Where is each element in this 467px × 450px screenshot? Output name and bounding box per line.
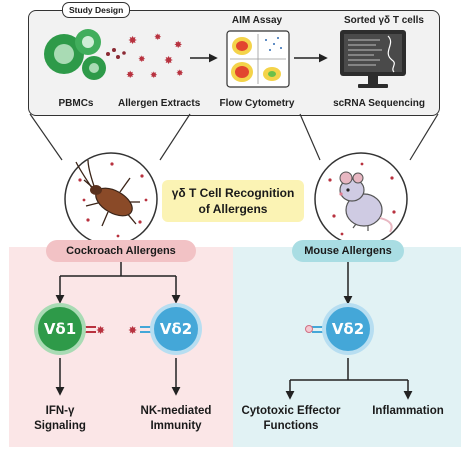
svg-text:✸: ✸ xyxy=(154,33,162,43)
mouse-allergens-pill: Mouse Allergens xyxy=(292,240,404,262)
sequencing-monitor-icon xyxy=(340,30,406,88)
svg-text:✸: ✸ xyxy=(126,70,134,81)
vd2-receptor-left-icon: ✸ xyxy=(128,324,153,337)
svg-text:✸: ✸ xyxy=(176,69,184,79)
svg-text:✸: ✸ xyxy=(128,34,137,47)
vd1-receptor-icon: ✸ xyxy=(83,324,105,337)
step-label-flow-cytometry: Flow Cytometry xyxy=(219,98,295,109)
title-line-2: of Allergens xyxy=(198,202,268,216)
outcome-ifn-gamma: IFN-γ Signaling xyxy=(20,404,100,434)
allergen-particles-icon: ✸ ✸ ✸ ✸ ✸ ✸ ✸ ✸ xyxy=(126,33,184,81)
title-line-1: γδ T Cell Recognition xyxy=(171,186,295,200)
title-badge: γδ T Cell Recognition of Allergens xyxy=(162,180,304,222)
outcome-cytotoxic: Cytotoxic Effector Functions xyxy=(238,404,344,434)
mouse-icon xyxy=(314,152,408,246)
outcome-nk-immunity: NK-mediated Immunity xyxy=(130,404,222,434)
svg-text:✸: ✸ xyxy=(128,324,137,337)
cockroach-panel xyxy=(9,247,233,447)
study-design-tag: Study Design xyxy=(62,2,131,18)
callout-line-left xyxy=(29,113,63,161)
outcome-nk-immunity-line1: NK-mediated xyxy=(140,405,212,417)
cockroach-icon xyxy=(64,152,158,246)
callout-line-mid xyxy=(159,113,191,161)
cockroach-allergens-pill: Cockroach Allergens xyxy=(46,240,196,262)
outcome-ifn-gamma-line2: Signaling xyxy=(34,420,86,432)
outcome-ifn-gamma-line1: IFN-γ xyxy=(45,405,75,417)
outcome-inflammation-line1: Inflammation xyxy=(372,405,444,417)
pbmc-cells-icon xyxy=(44,29,126,80)
flow-cytometry-plot-icon xyxy=(226,30,290,88)
vd2-cell-left: Vδ2 xyxy=(154,307,198,351)
callout-line-mid2 xyxy=(299,113,321,161)
outcome-cytotoxic-line2: Functions xyxy=(263,420,319,432)
outcome-nk-immunity-line2: Immunity xyxy=(150,420,202,432)
step-label-pbmcs: PBMCs xyxy=(58,98,94,109)
step-top-label-aim-assay: AIM Assay xyxy=(231,15,283,26)
svg-text:✸: ✸ xyxy=(96,324,105,337)
vd1-cell: Vδ1 xyxy=(38,307,82,351)
vd2-receptor-right-icon xyxy=(305,325,325,333)
step-label-scrna-sequencing: scRNA Sequencing xyxy=(333,98,425,109)
outcome-cytotoxic-line1: Cytotoxic Effector xyxy=(241,405,341,417)
vd2-cell-right: Vδ2 xyxy=(326,307,370,351)
outcome-inflammation: Inflammation xyxy=(364,404,452,419)
svg-text:✸: ✸ xyxy=(150,71,158,81)
svg-text:✸: ✸ xyxy=(174,40,182,51)
step-label-allergen-extracts: Allergen Extracts xyxy=(118,98,201,109)
step-top-label-sorted-cells: Sorted γδ T cells xyxy=(344,15,424,26)
callout-line-right xyxy=(409,113,439,161)
svg-text:✸: ✸ xyxy=(164,54,173,67)
svg-text:✸: ✸ xyxy=(138,55,146,65)
